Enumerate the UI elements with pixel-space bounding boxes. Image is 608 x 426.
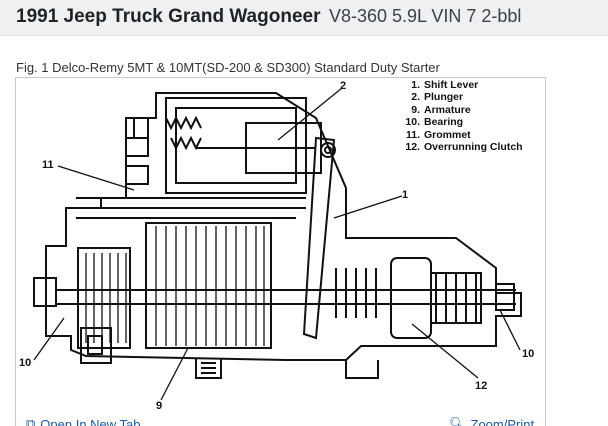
open-new-tab-link[interactable]: ⧉ Open In New Tab: [26, 416, 141, 426]
zoom-print-link[interactable]: 🔍︎ Zoom/Print: [449, 416, 534, 426]
callout-11: 11: [42, 159, 54, 171]
legend-item: 10.Bearing: [405, 116, 464, 129]
callout-10-left: 10: [19, 357, 32, 369]
legend-item: 1.Shift Lever: [411, 79, 479, 91]
parts-legend: 1.Shift Lever 2.Plunger 9.Armature 10.Be…: [398, 79, 523, 154]
legend-item: 2.Plunger: [411, 91, 464, 104]
legend-item: 9.Armature: [411, 103, 471, 116]
callout-1: 1: [402, 189, 409, 201]
figure-caption: Fig. 1 Delco-Remy 5MT & 10MT(SD-200 & SD…: [16, 60, 440, 75]
magnifier-zoom-icon: 🔍︎: [449, 416, 466, 426]
callout-9: 9: [156, 400, 163, 412]
external-window-icon: ⧉: [26, 416, 36, 426]
starter-diagram-figure[interactable]: 1.Shift Lever 2.Plunger 9.Armature 10.Be…: [15, 77, 546, 426]
legend-item: 12.Overrunning Clutch: [405, 141, 523, 154]
callout-12: 12: [475, 380, 488, 392]
starter-cutaway-drawing: [33, 87, 522, 401]
callout-2: 2: [340, 80, 347, 92]
vehicle-title: 1991 Jeep Truck Grand Wagoneer: [16, 6, 321, 27]
callout-10-right: 10: [522, 348, 535, 360]
legend-item: 11.Grommet: [405, 128, 471, 141]
engine-subtitle: V8-360 5.9L VIN 7 2-bbl: [328, 6, 522, 26]
page-header: 1991 Jeep Truck Grand Wagoneer V8-360 5.…: [0, 0, 608, 36]
